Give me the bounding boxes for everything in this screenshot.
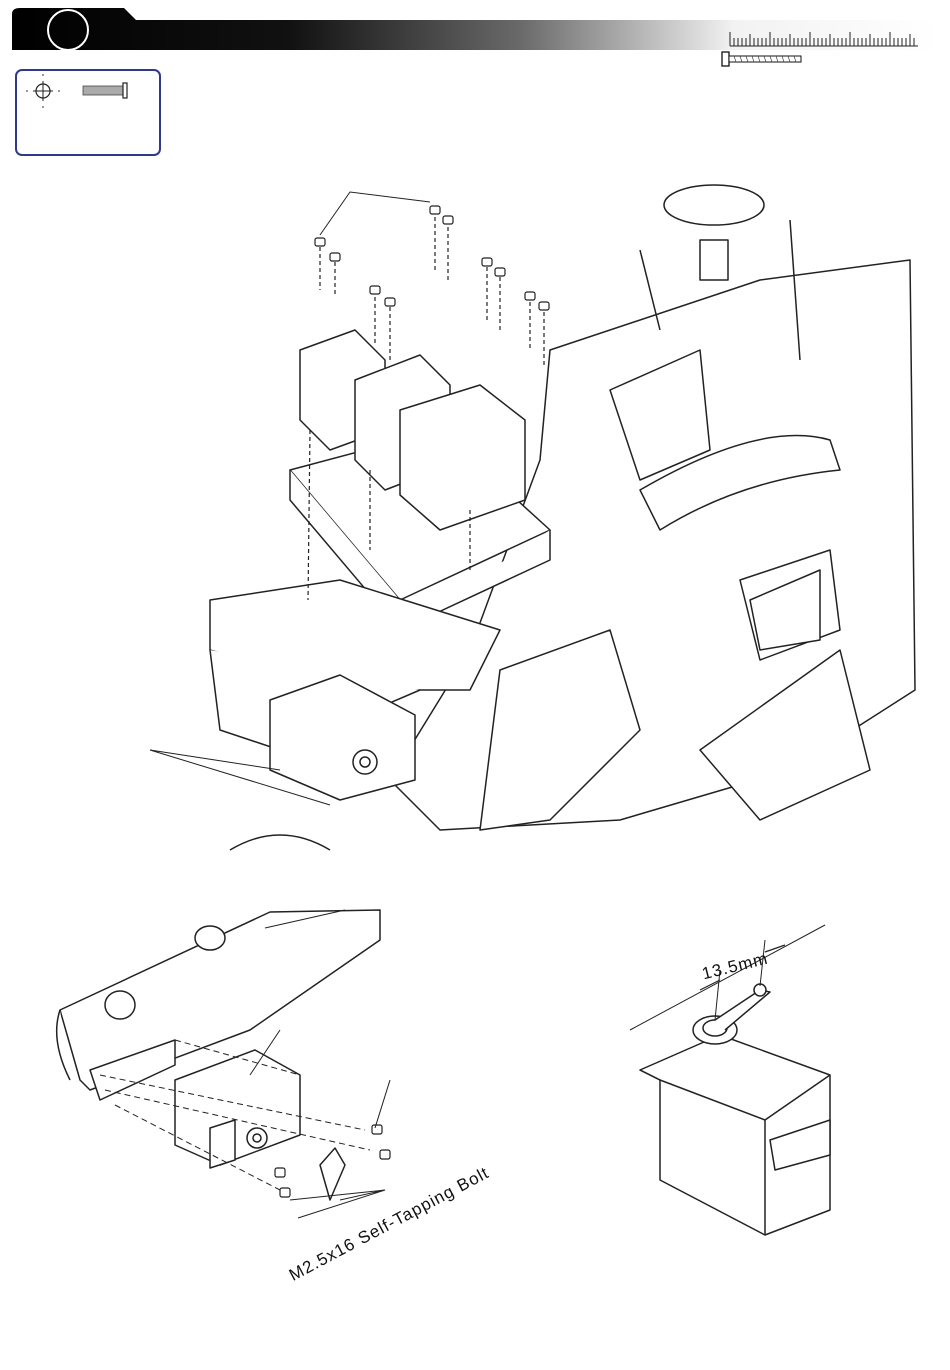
tail-servo-mount-view xyxy=(50,900,500,1290)
cap-screw-icon xyxy=(17,71,159,154)
servo-tray-exploded-view xyxy=(140,130,920,860)
step-number-circle xyxy=(47,9,89,51)
screw-length-ruler-icon xyxy=(720,28,920,70)
